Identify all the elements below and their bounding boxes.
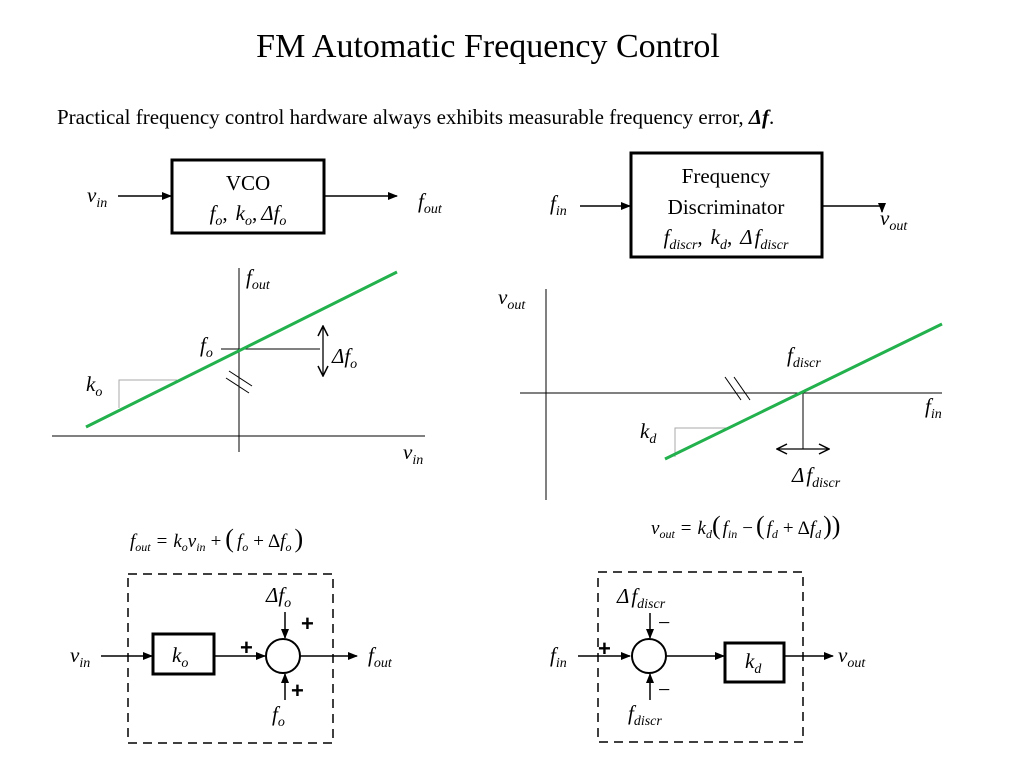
disc-graph-slope-label: kd [640,419,657,447]
vco-transfer-graph: fout vin fo Δfo ko [52,265,425,468]
disc-graph-x-label: fin [925,394,942,422]
disc-graph-center-label: fdiscr [787,343,821,371]
vco-linear-model: vin ko + Δfo + + fo fout [70,573,393,744]
discriminator-output-arrow [823,203,886,213]
disc-graph-transfer-line [664,322,943,461]
vco-box [170,158,326,235]
disc-model-gain-label: kd [745,649,762,677]
vco-model-bottom-input-label: fo [272,702,285,730]
discriminator-box-params: fdiscr,kd,Δfdiscr [664,225,789,253]
vco-graph-slope-label: ko [86,372,102,400]
vco-model-gain-box [151,632,216,676]
disc-graph-y-label: vout [498,285,526,313]
vco-model-sign-left: + [240,635,253,660]
discriminator-input-label: fin [550,191,567,219]
disc-graph-break-mark-2 [733,376,751,401]
vco-graph-break-mark-1 [225,377,250,394]
vco-graph-y-label: fout [246,265,271,293]
disc-model-sign-left: + [598,636,611,661]
vco-equation: fout=kovin+(fo+Δfo) [130,524,303,554]
vco-model-sign-bottom: + [291,678,304,703]
disc-graph-break-mark-1 [724,376,742,401]
vco-graph-x-label: vin [403,440,423,468]
disc-model-summing-junction [631,638,667,674]
disc-model-top-input-label: Δfdiscr [616,584,666,612]
discriminator-title-line2: Discriminator [668,195,785,219]
disc-model-bottom-input-label: fdiscr [628,701,662,729]
discriminator-linear-model: fin + Δfdiscr − − fdiscr kd vout [550,571,866,743]
vco-model-input-label: vin [70,643,90,671]
vco-box-title: VCO [226,171,270,195]
discriminator-transfer-graph: vout fin fdiscr Δfdiscr kd [498,285,943,500]
disc-graph-slope-triangle [674,427,730,457]
discriminator-block-diagram: fin Frequency Discriminator fdiscr,kd,Δf… [550,151,908,259]
vco-model-dashed-border [127,573,334,744]
slide-subtitle: Practical frequency control hardware alw… [57,105,774,129]
vco-graph-slope-triangle [118,379,177,408]
vco-graph-transfer-line [85,270,398,429]
vco-graph-delta-label: Δfo [331,344,357,372]
vco-graph-break-mark-2 [228,370,253,387]
vco-box-params: fo,ko,Δfo [210,201,287,229]
vco-model-gain-label: ko [172,643,188,671]
disc-model-sign-bottom: − [658,677,670,702]
disc-model-gain-box [723,641,786,684]
vco-model-output-label: fout [368,643,393,671]
disc-model-output-label: vout [838,643,866,671]
vco-input-label: vin [87,183,107,211]
disc-graph-delta-label: Δfdiscr [791,463,841,491]
disc-model-dashed-border [597,571,804,743]
vco-block-diagram: vin VCO fo,ko,Δfo fout [87,158,443,235]
vco-output-label: fout [418,189,443,217]
vco-model-summing-junction [265,638,301,674]
discriminator-output-label: vout [880,206,908,234]
disc-model-sign-top: − [658,610,670,635]
disc-model-input-label: fin [550,643,567,671]
disc-equation: vout=kd(fin−(fd+Δfd)) [651,511,840,541]
vco-model-sign-top: + [301,611,314,636]
discriminator-title-line1: Frequency [682,164,771,188]
vco-graph-center-label: fo [200,333,213,361]
slide-title: FM Automatic Frequency Control [256,28,720,65]
vco-model-top-input-label: Δfo [265,583,291,611]
discriminator-box [629,151,824,259]
